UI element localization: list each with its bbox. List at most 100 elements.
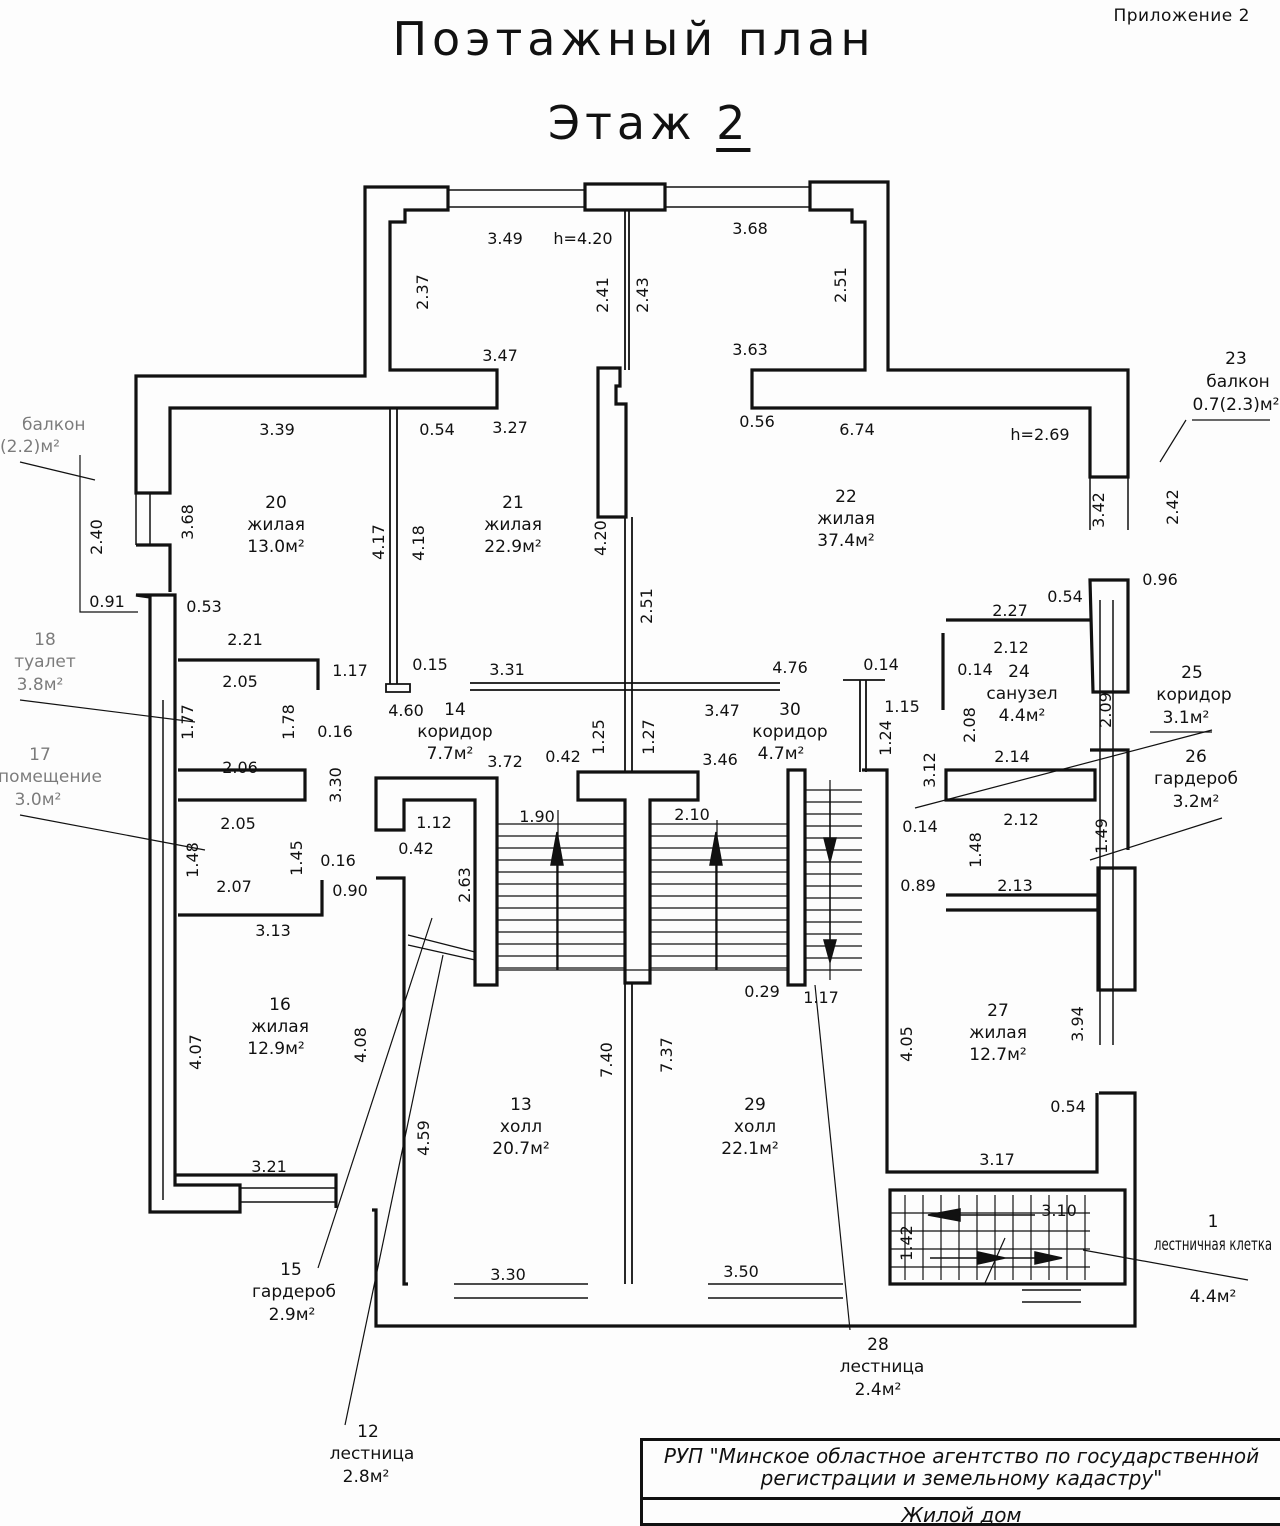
dimension-label: 4.08 <box>351 1027 370 1063</box>
room-18-area: 3.8м² <box>17 675 64 695</box>
room-13-number: 13 <box>510 1095 532 1115</box>
dimension-label: 2.12 <box>1003 810 1039 829</box>
room-23-type: балкон <box>1206 372 1270 392</box>
dimension-label: 1.45 <box>287 840 306 876</box>
room-29-type: холл <box>734 1117 776 1137</box>
dimension-label: 3.31 <box>489 660 525 679</box>
dimension-label: 1.25 <box>589 719 608 755</box>
dimension-label: 4.05 <box>897 1026 916 1062</box>
dimension-label: 3.10 <box>1041 1201 1077 1220</box>
room-14-number: 14 <box>444 700 466 720</box>
dimension-label: 2.07 <box>216 877 252 896</box>
dimension-label: 3.13 <box>255 921 291 940</box>
dimension-label: 4.59 <box>414 1120 433 1156</box>
dimension-label: 3.50 <box>723 1262 759 1281</box>
dimension-label: 0.14 <box>957 660 993 679</box>
room-16-number: 16 <box>269 995 291 1015</box>
dimension-label: 1.77 <box>178 704 197 740</box>
room-12-number: 12 <box>357 1422 379 1442</box>
dimension-label: 1.15 <box>884 697 920 716</box>
dimension-label: 3.17 <box>979 1150 1015 1169</box>
room-13-area: 20.7м² <box>492 1139 550 1159</box>
room-15-area: 2.9м² <box>269 1305 316 1325</box>
room-15-type: гардероб <box>252 1282 336 1302</box>
room-24-area: 4.4м² <box>999 706 1046 726</box>
dimension-label: 1.78 <box>279 704 298 740</box>
dimension-label: 0.29 <box>744 982 780 1001</box>
floor-label: Этаж 2 <box>548 96 750 150</box>
room-25-area: 3.1м² <box>1163 708 1210 728</box>
title-block: РУП "Минское областное агентство по госу… <box>640 1438 1280 1526</box>
dimension-label: 1.49 <box>1092 818 1111 854</box>
dimension-label: 2.41 <box>593 277 612 313</box>
room-19-area: (2.2)м² <box>0 437 60 457</box>
appendix-label: Приложение 2 <box>1113 6 1250 26</box>
dimension-label: 3.46 <box>702 750 738 769</box>
dimension-label: 0.15 <box>412 655 448 674</box>
dimension-label: 2.51 <box>637 588 656 624</box>
room-23-number: 23 <box>1225 349 1247 369</box>
dimension-label: 4.07 <box>186 1034 205 1070</box>
dimension-label: 0.16 <box>320 851 356 870</box>
dimension-label: 2.09 <box>1096 692 1115 728</box>
dimension-label: 1.24 <box>876 720 895 756</box>
dimension-label: 0.54 <box>1050 1097 1086 1116</box>
dimension-label: 1.48 <box>966 832 985 868</box>
dimension-label: 0.42 <box>545 747 581 766</box>
dimension-label: 2.51 <box>831 267 850 303</box>
room-18-number: 18 <box>34 630 56 650</box>
dimension-label: 2.21 <box>227 630 263 649</box>
dimension-label: 3.47 <box>704 701 740 720</box>
dimension-label: 3.30 <box>326 767 345 803</box>
room-20-area: 13.0м² <box>247 537 305 557</box>
room-17-type: помещение <box>0 767 102 787</box>
room-16-type: жилая <box>251 1017 309 1037</box>
room-25-type: коридор <box>1156 685 1231 705</box>
room-19-type: балкон <box>22 415 86 435</box>
dimension-label: 2.43 <box>633 277 652 313</box>
floor-prefix: Этаж <box>548 96 697 150</box>
object-name: Жилой дом <box>901 1503 1022 1526</box>
dimension-label: 2.06 <box>222 758 258 777</box>
dimension-label: 1.12 <box>416 813 452 832</box>
dimension-label: 6.74 <box>839 420 875 439</box>
room-25-number: 25 <box>1181 663 1203 683</box>
dimension-label: 0.53 <box>186 597 222 616</box>
room-22-area: 37.4м² <box>817 531 875 551</box>
dimension-label: 2.40 <box>87 519 106 555</box>
floor-number: 2 <box>716 96 751 150</box>
dimension-label: 2.63 <box>455 867 474 903</box>
room-27-number: 27 <box>987 1001 1009 1021</box>
dimension-label: 2.12 <box>993 638 1029 657</box>
stair-arrows <box>550 790 1063 1265</box>
dimension-label: 0.89 <box>900 876 936 895</box>
dimension-label: 2.05 <box>222 672 258 691</box>
dimension-label: 4.60 <box>388 701 424 720</box>
dimension-label: 0.96 <box>1142 570 1178 589</box>
partitions <box>385 210 885 1284</box>
dimension-label: 0.91 <box>89 592 125 611</box>
room-30-type: коридор <box>752 722 827 742</box>
windows <box>135 186 1129 1303</box>
room-21-type: жилая <box>484 515 542 535</box>
dimension-label: 2.05 <box>220 814 256 833</box>
room-26-number: 26 <box>1185 747 1207 767</box>
dimension-label: 4.17 <box>369 524 388 560</box>
dimension-label: 1.48 <box>183 842 202 878</box>
